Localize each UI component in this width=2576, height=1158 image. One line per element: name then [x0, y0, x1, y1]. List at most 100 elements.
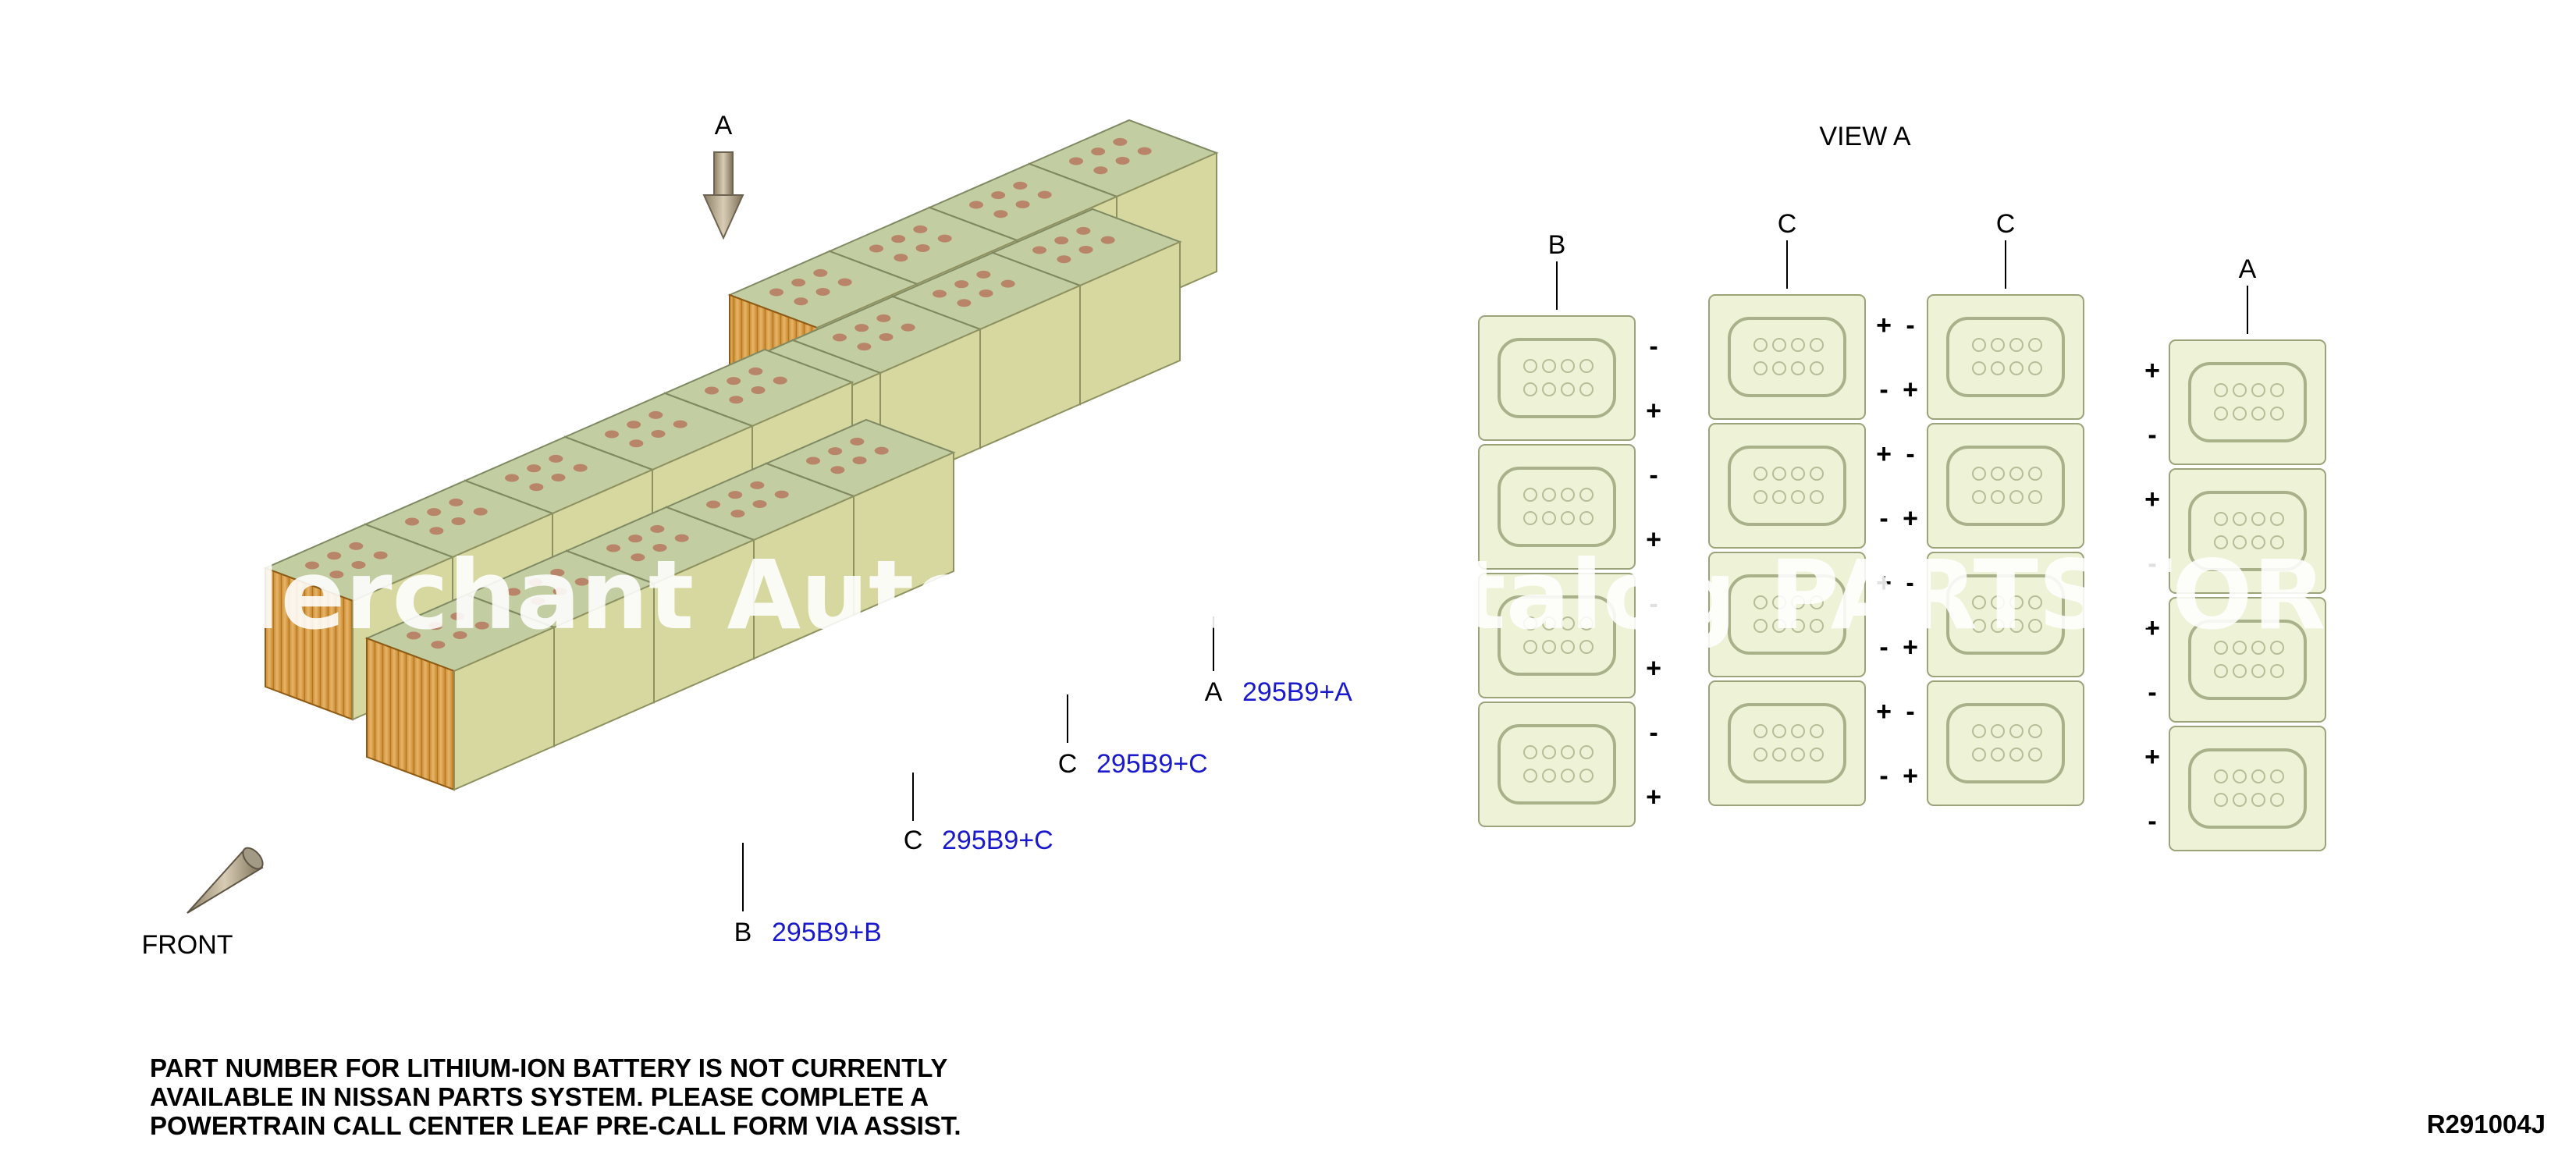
polarity-sign: - — [1649, 589, 1658, 619]
module-end-plate — [1927, 294, 2084, 420]
bolt-hole — [1542, 382, 1556, 396]
terminal-dot — [373, 551, 388, 559]
module-end-plate — [1708, 294, 1866, 420]
callout-letter: C — [1058, 749, 1078, 779]
module-end-plate — [1478, 315, 1636, 441]
module-end-plate — [2169, 726, 2326, 851]
bolt-hole — [1523, 511, 1537, 525]
bolt-hole — [1753, 490, 1768, 504]
module-recess — [1728, 317, 1846, 397]
bolt-hole — [1810, 748, 1824, 762]
polarity-sign: - — [1906, 311, 1914, 340]
terminal-dot — [605, 430, 619, 439]
callout-c-lower: C 295B9+C — [904, 773, 1053, 855]
bolt-hole — [1753, 748, 1768, 762]
polarity-sign: - — [1879, 375, 1888, 405]
terminal-dot — [453, 631, 467, 639]
bolt-hole — [1542, 488, 1556, 502]
view-a-column: B-+-+-+-+ — [1478, 230, 1661, 827]
terminal-dot — [879, 332, 894, 341]
bolt-hole — [1542, 616, 1556, 631]
bolt-hole — [1579, 769, 1594, 783]
view-arrow-label: A — [715, 111, 733, 140]
bolt-hole — [2028, 338, 2042, 352]
bolt-hole — [1561, 616, 1575, 631]
polarity-sign: - — [1879, 633, 1888, 662]
terminal-dot — [631, 553, 645, 562]
module-end-plate — [1927, 552, 2084, 677]
polarity-sign: - — [1649, 718, 1658, 748]
terminal-dot — [852, 456, 867, 464]
view-title: VIEW A — [1819, 122, 1910, 151]
terminal-dot — [529, 483, 544, 492]
bolt-hole — [1972, 619, 1986, 633]
note-line: PART NUMBER FOR LITHIUM-ION BATTERY IS N… — [150, 1053, 947, 1082]
bolt-hole — [2251, 641, 2265, 655]
polarity-sign: + — [2144, 485, 2160, 514]
bolt-hole — [1523, 488, 1537, 502]
terminal-dot — [969, 201, 983, 209]
note-line: AVAILABLE IN NISSAN PARTS SYSTEM. PLEASE… — [150, 1082, 929, 1111]
terminal-dot — [937, 234, 952, 243]
bolt-hole — [1561, 769, 1575, 783]
availability-note: PART NUMBER FOR LITHIUM-ION BATTERY IS N… — [150, 1053, 961, 1140]
bolt-hole — [1523, 359, 1537, 373]
view-column-letter: C — [1778, 209, 1797, 239]
bolt-hole — [1772, 595, 1786, 609]
bolt-hole — [1523, 640, 1537, 654]
terminal-dot — [750, 481, 765, 489]
terminal-dot — [769, 288, 783, 297]
bolt-hole — [2009, 595, 2023, 609]
terminal-dot — [674, 534, 689, 542]
bolt-hole — [1810, 338, 1824, 352]
terminal-dot — [1115, 156, 1130, 165]
bolt-hole — [2214, 793, 2228, 807]
module-end-plate — [1708, 423, 1866, 549]
bolt-hole — [1972, 724, 1986, 738]
bolt-hole — [2028, 490, 2042, 504]
polarity-sign: + — [1903, 762, 1918, 791]
terminal-dot — [573, 464, 588, 472]
bolt-hole — [2009, 467, 2023, 481]
polarity-sign: + — [1903, 633, 1918, 662]
module-recess — [2188, 491, 2307, 571]
bolt-hole — [2251, 769, 2265, 783]
bolt-hole — [2251, 383, 2265, 397]
view-a-column: C-+-+-+-+ — [1903, 209, 2084, 806]
bolt-hole — [2233, 664, 2247, 678]
terminal-dot — [752, 499, 767, 508]
bolt-hole — [2028, 595, 2042, 609]
bolt-hole — [1753, 724, 1768, 738]
battery-pack-isometric — [263, 119, 1219, 791]
polarity-sign: - — [1906, 697, 1914, 726]
module-end-plate — [2169, 339, 2326, 465]
bolt-hole — [1579, 359, 1594, 373]
module-recess — [2188, 362, 2307, 442]
module-recess — [1728, 574, 1846, 655]
module-recess — [1946, 317, 2065, 397]
bolt-hole — [2009, 748, 2023, 762]
bolt-hole — [1753, 361, 1768, 375]
terminal-dot — [830, 466, 845, 474]
bolt-hole — [2251, 664, 2265, 678]
terminal-dot — [650, 524, 665, 533]
bolt-hole — [1579, 745, 1594, 759]
bolt-hole — [1791, 361, 1805, 375]
polarity-sign: + — [1646, 525, 1661, 555]
bolt-hole — [1561, 359, 1575, 373]
bolt-hole — [1972, 490, 1986, 504]
terminal-dot — [1137, 147, 1152, 155]
module-recess — [2188, 620, 2307, 700]
bolt-hole — [2214, 769, 2228, 783]
bolt-hole — [2009, 619, 2023, 633]
view-column-letter: C — [1996, 209, 2016, 239]
terminal-dot — [553, 587, 567, 595]
bolt-hole — [1791, 467, 1805, 481]
terminal-dot — [791, 279, 806, 287]
bolt-hole — [2009, 490, 2023, 504]
bolt-hole — [1991, 467, 2005, 481]
callout-part-number: 295B9+B — [772, 918, 882, 947]
terminal-dot — [748, 367, 763, 375]
terminal-dot — [627, 421, 641, 429]
bolt-hole — [1791, 338, 1805, 352]
